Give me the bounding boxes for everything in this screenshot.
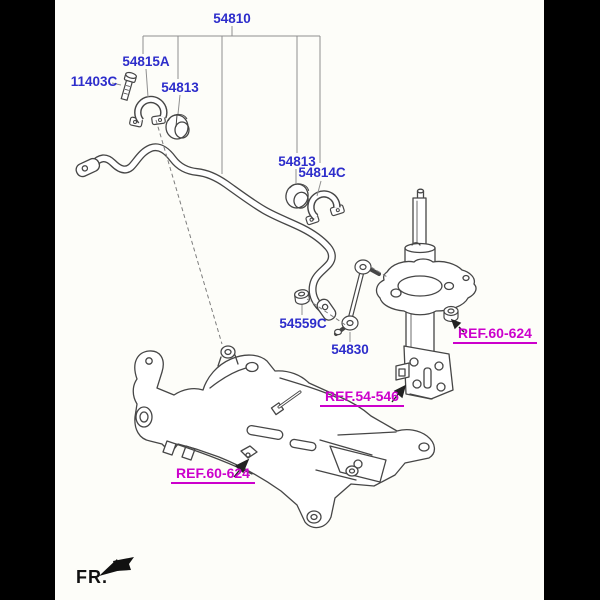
part-label-54559c: 54559C (279, 316, 327, 331)
label-leader-lines (111, 68, 351, 342)
callout-bracket-lines (142, 26, 321, 174)
stabilizer-link-drawing (334, 259, 381, 336)
part-label-54810: 54810 (213, 11, 251, 26)
ref-link-strut-nut[interactable]: REF.60-624 (453, 326, 537, 344)
dashed-leader-lines (155, 119, 390, 345)
part-label-54830: 54830 (331, 342, 369, 357)
reference-arrows (233, 318, 465, 478)
bushing-bracket-upper-drawing (129, 95, 168, 128)
bushing-lower-drawing (285, 183, 310, 209)
ref-link-crossmember[interactable]: REF.60-624 (171, 466, 255, 484)
link-nut-drawing (294, 289, 310, 305)
part-label-54814c: 54814C (298, 165, 346, 180)
part-label-54815a: 54815A (122, 54, 170, 69)
bushing-bracket-lower-drawing (305, 190, 345, 226)
fr-direction-arrow-icon (99, 557, 134, 576)
part-label-54813-lower: 54813 (278, 154, 316, 169)
fr-direction-label: FR. (76, 567, 108, 587)
crossmember-drawing (132, 345, 436, 529)
bushing-upper-drawing (165, 113, 190, 140)
ref-link-strut-assembly[interactable]: REF.54-546 (320, 389, 404, 407)
part-label-54813-upper: 54813 (161, 80, 199, 95)
pillarbox-right (544, 0, 600, 600)
strut-assembly-drawing (375, 188, 477, 400)
bracket-bolt-drawing (120, 71, 137, 102)
strut-mount-nut-drawing (443, 305, 459, 323)
stabilizer-bar-diagram-art (75, 26, 477, 576)
diagram-canvas: 54810 54815A 11403C 54813 54813 54814C 5… (55, 0, 544, 600)
part-label-11403c: 11403C (70, 74, 118, 89)
pillarbox-left (0, 0, 55, 600)
